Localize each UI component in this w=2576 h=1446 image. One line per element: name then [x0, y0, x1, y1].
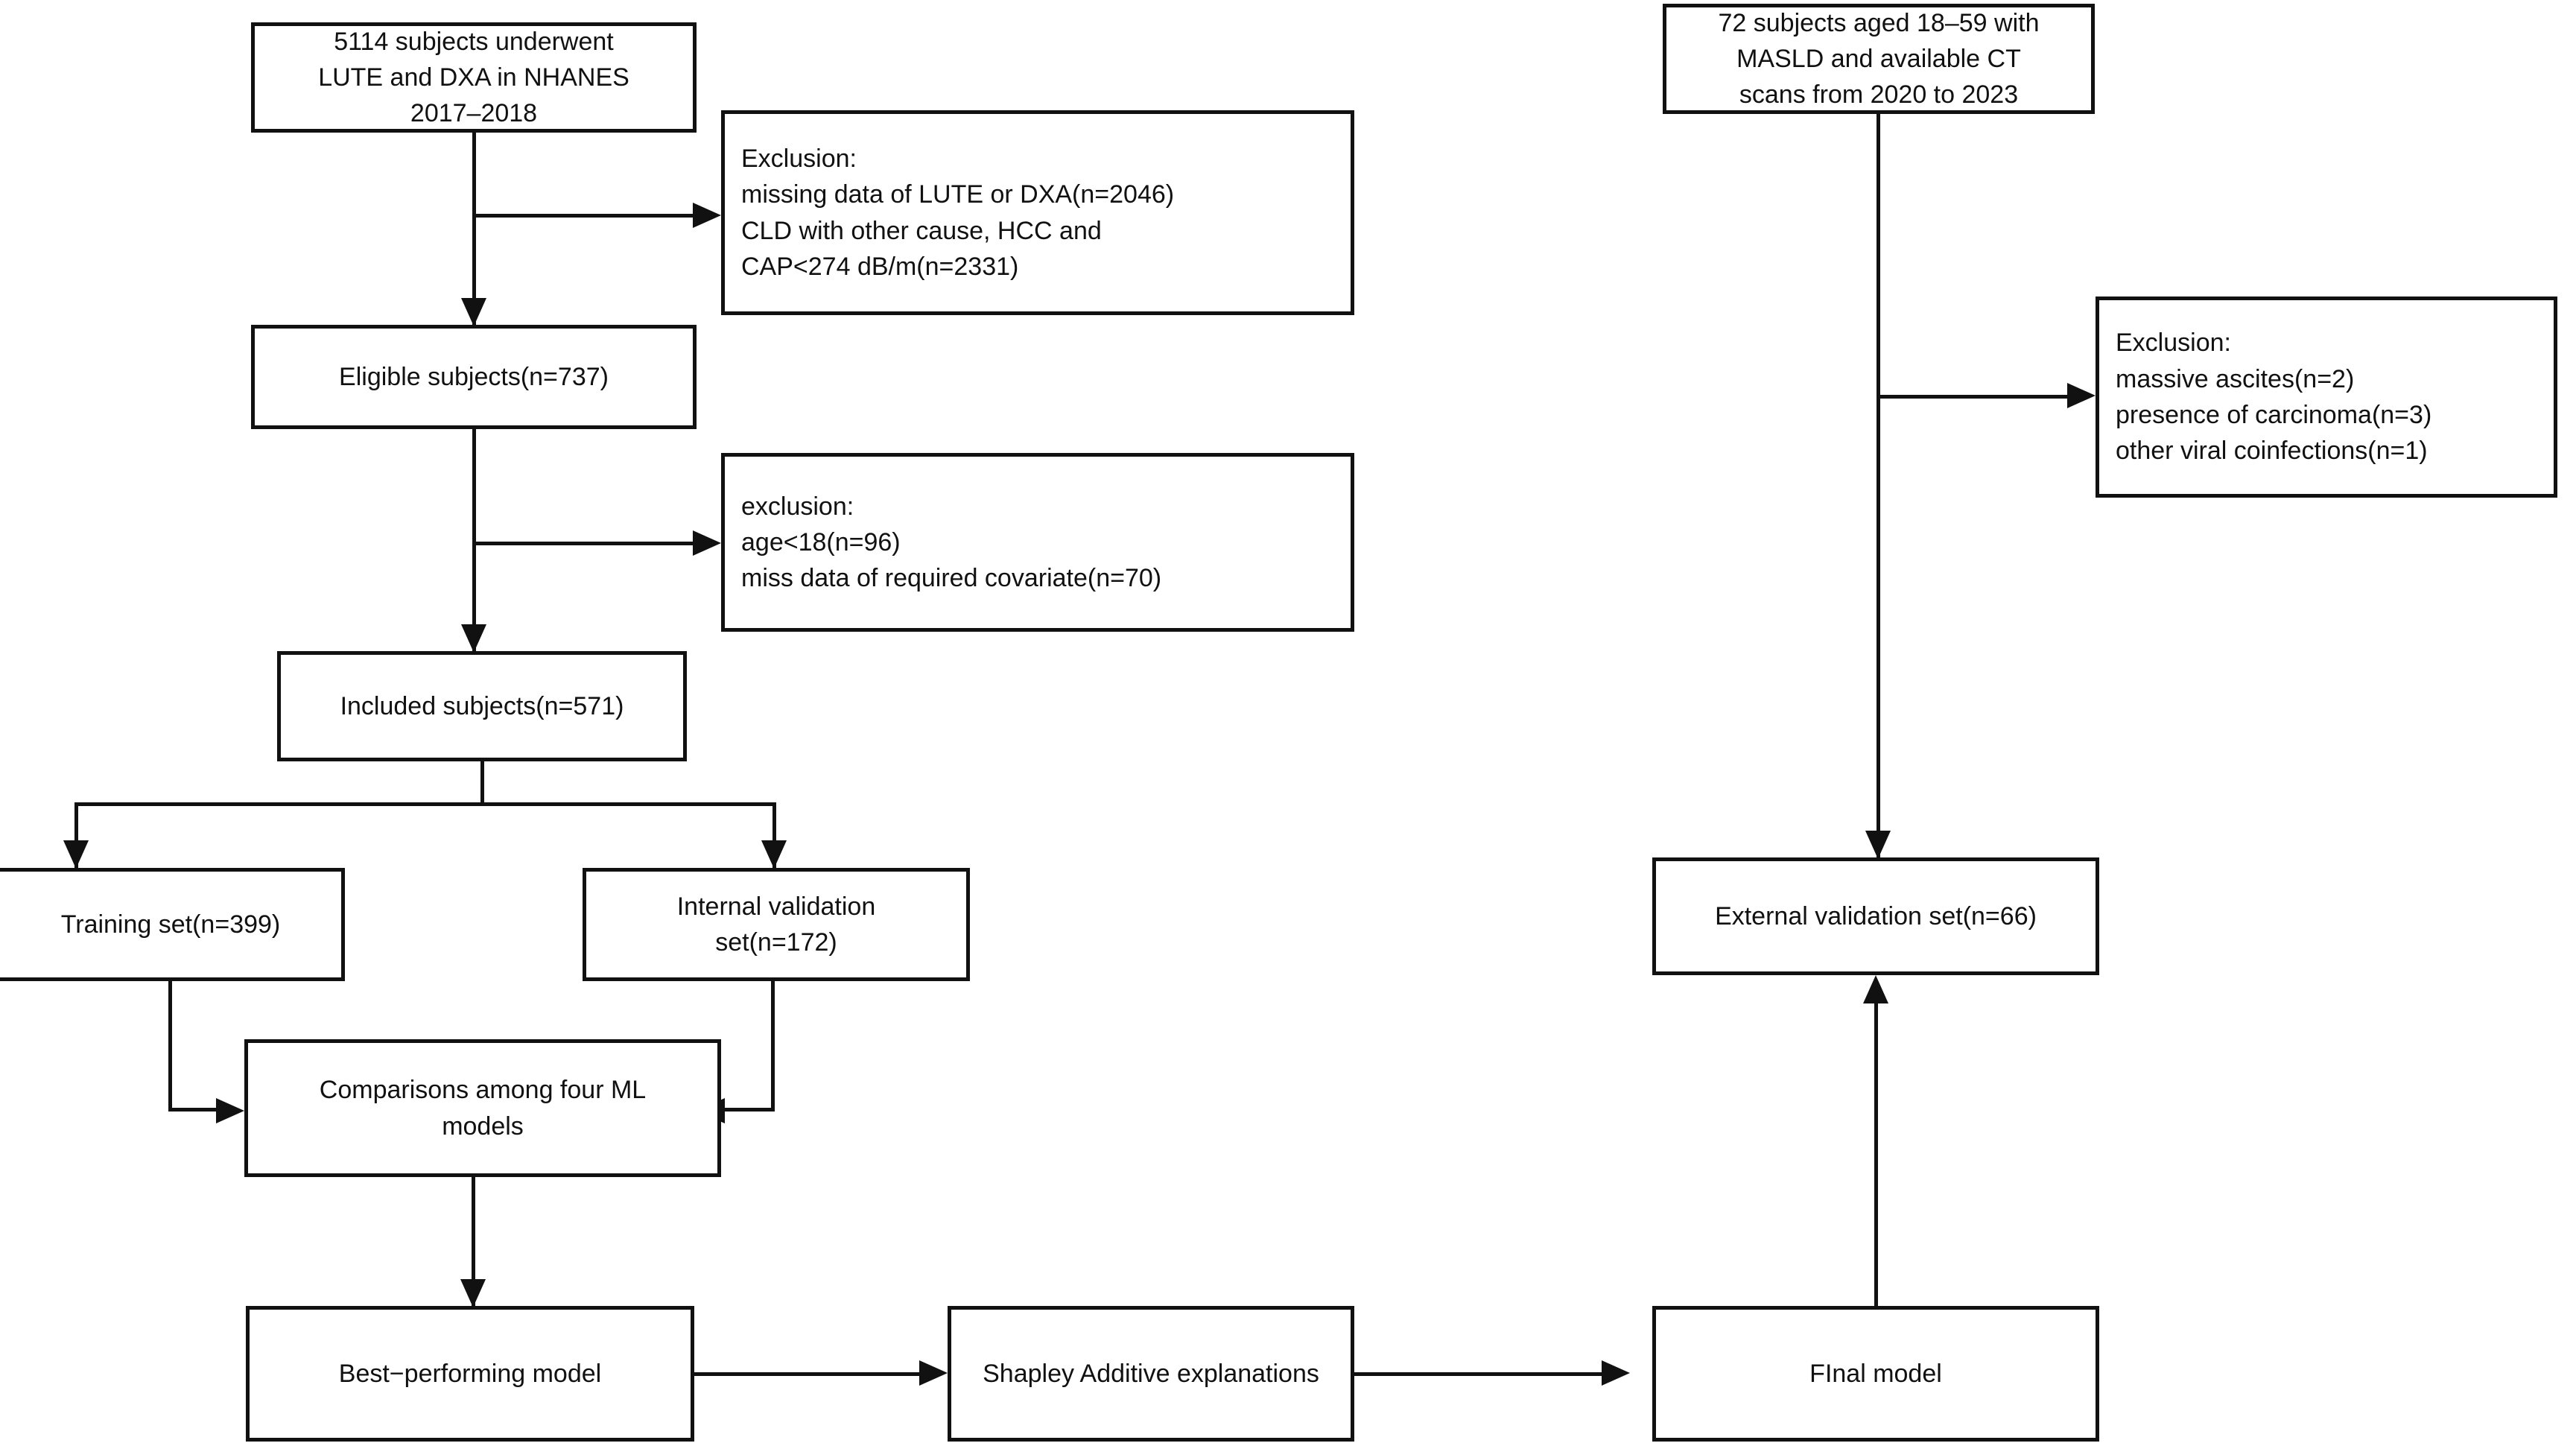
- edge-shap-to-final-arrowhead: [1602, 1360, 1630, 1386]
- edge-source-to-eligible-vertical: [472, 133, 476, 325]
- node-exclusion-3-label: Exclusion: massive ascites(n=2) presence…: [2116, 329, 2432, 466]
- node-best-model: Best−performing model: [246, 1306, 694, 1442]
- edge-internal-to-comparison-vertical: [771, 981, 775, 1112]
- node-final-model: FInal model: [1652, 1306, 2099, 1442]
- node-final-model-label: FInal model: [1809, 1359, 1942, 1388]
- edge-training-to-comparison-vertical: [168, 981, 172, 1112]
- edge-eligible-to-exclusion2-horizontal: [472, 542, 693, 545]
- node-shap: Shapley Additive explanations: [948, 1306, 1354, 1442]
- edge-best-to-shap-arrowhead: [919, 1360, 948, 1386]
- node-shap-label: Shapley Additive explanations: [983, 1359, 1319, 1388]
- edge-included-to-training-arrowhead: [63, 840, 89, 869]
- edge-eligible-to-exclusion2-arrowhead: [693, 530, 721, 556]
- edge-eligible-to-included-arrowhead: [461, 624, 486, 653]
- edge-included-to-training-vertical: [74, 802, 78, 869]
- edge-internal-to-comparison-horizontal: [719, 1108, 775, 1112]
- node-training-set-label: Training set(n=399): [60, 910, 281, 939]
- edge-best-to-shap-horizontal: [694, 1372, 921, 1376]
- edge-source-to-exclusion1-arrowhead: [693, 203, 721, 228]
- node-external-cohort: 72 subjects aged 18–59 with MASLD and av…: [1663, 4, 2095, 114]
- node-exclusion-1: Exclusion: missing data of LUTE or DXA(n…: [721, 110, 1354, 315]
- node-exclusion-2: exclusion: age<18(n=96) miss data of req…: [721, 453, 1354, 632]
- edge-included-to-internal-arrowhead: [761, 840, 787, 869]
- node-best-model-label: Best−performing model: [338, 1359, 602, 1388]
- edge-eligible-to-included-vertical: [472, 429, 476, 651]
- edge-final-to-external-validation-arrowhead: [1863, 975, 1888, 1003]
- node-external-validation-set: External validation set(n=66): [1652, 857, 2099, 975]
- node-exclusion-3: Exclusion: massive ascites(n=2) presence…: [2096, 297, 2557, 498]
- edge-training-to-comparison-arrowhead: [216, 1098, 244, 1123]
- edge-included-split-stem: [480, 761, 484, 806]
- node-exclusion-1-label: Exclusion: missing data of LUTE or DXA(n…: [741, 144, 1175, 281]
- node-training-set: Training set(n=399): [0, 868, 345, 981]
- edge-shap-to-final-horizontal: [1354, 1372, 1604, 1376]
- edge-comparison-to-best-vertical: [472, 1177, 475, 1307]
- node-external-cohort-label: 72 subjects aged 18–59 with MASLD and av…: [1718, 8, 2040, 110]
- node-source-cohort-label: 5114 subjects underwent LUTE and DXA in …: [318, 27, 629, 128]
- node-internal-validation-set: Internal validation set(n=172): [583, 868, 970, 981]
- node-included-subjects-label: Included subjects(n=571): [340, 691, 624, 720]
- node-source-cohort: 5114 subjects underwent LUTE and DXA in …: [251, 22, 697, 133]
- edge-included-to-internal-vertical: [773, 802, 776, 869]
- node-external-validation-set-label: External validation set(n=66): [1715, 901, 2037, 930]
- node-exclusion-2-label: exclusion: age<18(n=96) miss data of req…: [741, 492, 1162, 593]
- edge-external-cohort-to-validation-arrowhead: [1865, 831, 1891, 859]
- edge-final-to-external-validation-vertical: [1874, 1002, 1878, 1307]
- node-model-comparison-label: Comparisons among four ML models: [319, 1076, 647, 1141]
- edge-included-split-bar: [74, 802, 776, 806]
- edge-external-cohort-to-exclusion3-horizontal: [1877, 395, 2069, 399]
- edge-external-cohort-to-validation-vertical: [1877, 114, 1880, 859]
- edge-comparison-to-best-arrowhead: [460, 1279, 486, 1307]
- node-included-subjects: Included subjects(n=571): [277, 651, 687, 761]
- edge-source-to-exclusion1-horizontal: [472, 214, 693, 218]
- node-eligible-subjects: Eligible subjects(n=737): [251, 325, 697, 429]
- node-eligible-subjects-label: Eligible subjects(n=737): [339, 362, 609, 391]
- node-internal-validation-set-label: Internal validation set(n=172): [676, 892, 876, 957]
- edge-training-to-comparison-horizontal: [168, 1108, 232, 1112]
- node-model-comparison: Comparisons among four ML models: [244, 1039, 721, 1177]
- edge-external-cohort-to-exclusion3-arrowhead: [2067, 383, 2096, 408]
- edge-source-to-eligible-arrowhead: [461, 298, 486, 326]
